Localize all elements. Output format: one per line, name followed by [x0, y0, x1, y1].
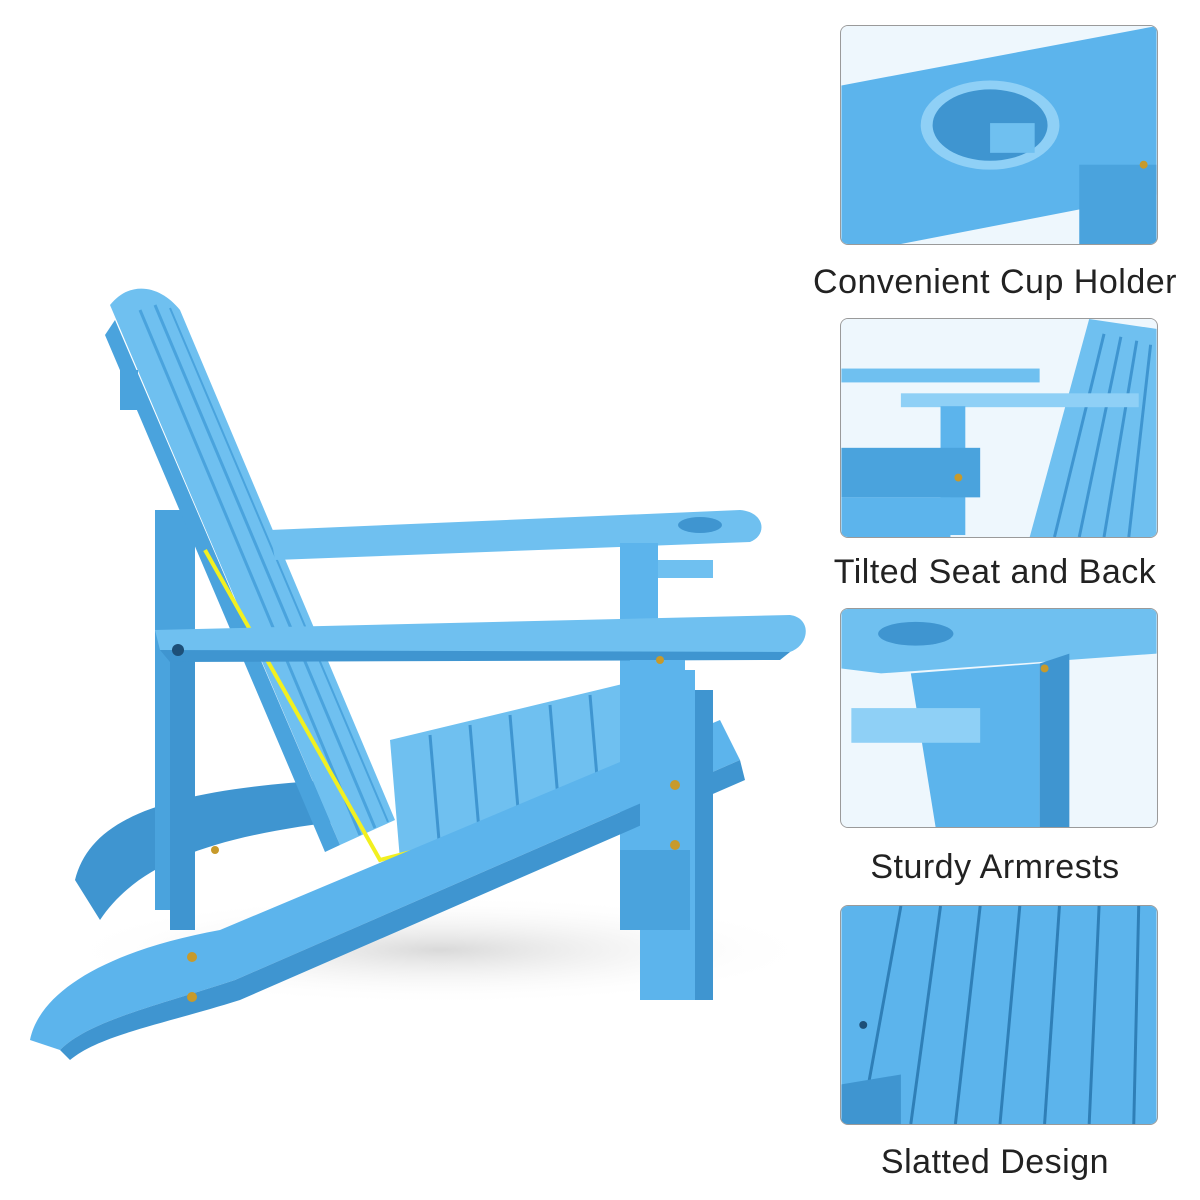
feature-caption-tilted-seat: Tilted Seat and Back [833, 553, 1157, 591]
armrest-closeup [840, 608, 1158, 828]
feature-caption-slatted: Slatted Design [880, 1143, 1110, 1181]
backrest-slats [105, 288, 395, 852]
slatted-back-closeup [840, 905, 1158, 1125]
tilted-seat-closeup [840, 318, 1158, 538]
feature-caption-cup-holder: Convenient Cup Holder [813, 263, 1177, 301]
feature-caption-armrests: Sturdy Armrests [870, 848, 1120, 886]
cup-holder-closeup [840, 25, 1158, 245]
adirondack-chair-photo [20, 260, 820, 1060]
